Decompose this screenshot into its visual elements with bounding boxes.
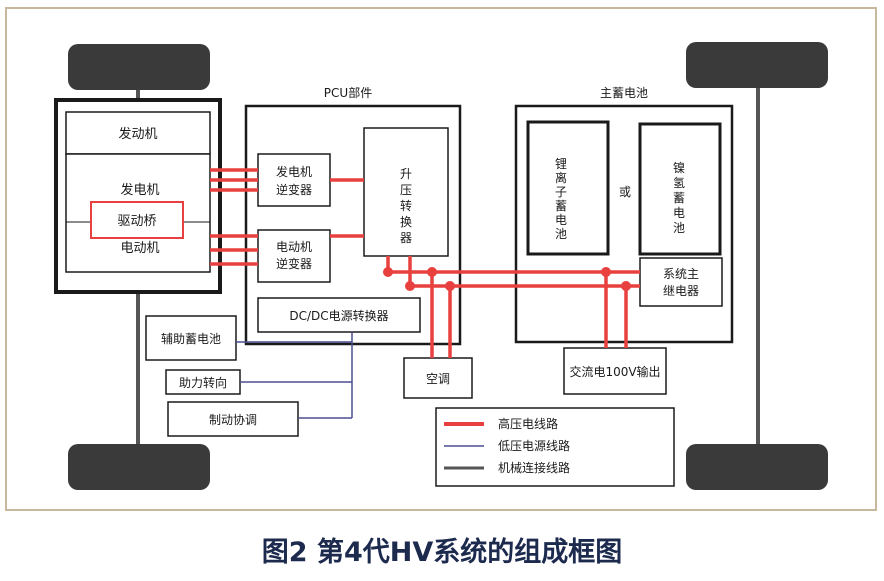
system-main-relay-box	[639, 257, 723, 307]
li-ion-label: 锂 离 子 蓄 电 池	[555, 156, 567, 241]
ac100v-output-box	[563, 347, 667, 395]
drive-axle-label: 驱动桥	[117, 214, 156, 229]
main-battery-title: 主蓄电池	[600, 86, 648, 100]
junction-2	[405, 281, 415, 291]
wheel-front-left	[68, 44, 210, 90]
junction-4	[445, 281, 455, 291]
hv-junctions	[383, 267, 631, 291]
relay-line1: 系统主	[663, 267, 699, 281]
hv-system-block-diagram: 发动机 发电机 驱动桥 电动机 PCU部件 发电机 逆变器 电动机 逆变器 升 …	[5, 7, 877, 511]
junction-6	[621, 281, 631, 291]
ac-label: 空调	[426, 372, 450, 386]
engine-label: 发动机	[118, 126, 157, 142]
relay-line2: 继电器	[663, 284, 699, 298]
or-label: 或	[619, 185, 631, 199]
low-voltage-lines	[236, 332, 353, 419]
junction-3	[427, 267, 437, 277]
legend-label-hv: 高压电线路	[498, 416, 558, 431]
motor-label: 电动机	[120, 241, 159, 256]
nimh-char-3: 电	[673, 206, 685, 220]
drive-axle-box	[90, 201, 184, 239]
aux-battery-box	[145, 315, 237, 361]
ac100v-label: 交流电100V输出	[569, 364, 660, 379]
li-char-3: 蓄	[555, 199, 567, 213]
pcu-title: PCU部件	[324, 85, 372, 100]
air-conditioner-box	[403, 357, 473, 399]
outer-frame	[5, 7, 877, 511]
boost-char-2: 转	[400, 198, 412, 213]
boost-converter-box	[363, 127, 449, 257]
power-steering-label: 助力转向	[179, 375, 227, 390]
mot-inverter-line1: 电动机	[276, 240, 312, 254]
legend-box	[435, 407, 675, 487]
aux-battery-label: 辅助蓄电池	[161, 332, 221, 346]
generator-label: 发电机	[120, 182, 159, 198]
junction-1	[383, 267, 393, 277]
legend-label-lv: 低压电源线路	[498, 438, 570, 453]
gen-inverter-line1: 发电机	[276, 164, 312, 179]
boost-char-1: 压	[400, 183, 412, 197]
li-char-2: 子	[555, 185, 567, 199]
li-char-4: 电	[555, 213, 567, 227]
dcdc-box	[257, 297, 421, 333]
li-char-1: 离	[555, 170, 567, 185]
legend-label-mech: 机械连接线路	[498, 460, 570, 475]
nimh-char-2: 蓄	[673, 191, 685, 205]
brake-label: 制动协调	[209, 412, 257, 427]
li-char-5: 池	[555, 227, 567, 241]
nimh-battery-box	[638, 122, 722, 256]
dcdc-label: DC/DC电源转换器	[289, 308, 388, 323]
boost-converter-label: 升 压 转 换 器	[400, 167, 412, 245]
wheel-rear-right	[686, 444, 828, 490]
mot-inverter-line2: 逆变器	[276, 256, 312, 271]
nimh-char-1: 氢	[673, 175, 685, 190]
li-char-0: 锂	[555, 156, 567, 171]
boost-char-3: 换	[400, 215, 412, 229]
motor-inverter-box	[257, 229, 331, 283]
boost-char-0: 升	[400, 167, 412, 181]
generator-inverter-box	[257, 153, 331, 207]
nimh-char-4: 池	[673, 221, 685, 235]
gen-inverter-line2: 逆变器	[276, 182, 312, 197]
li-ion-battery-box	[526, 120, 610, 256]
wheel-rear-left	[68, 444, 210, 490]
brake-coordination-box	[167, 401, 299, 437]
nimh-label: 镍 氢 蓄 电 池	[673, 161, 685, 235]
boost-char-4: 器	[400, 231, 412, 245]
figure-caption: 图2 第4代HV系统的组成框图	[261, 537, 623, 568]
junction-5	[601, 267, 611, 277]
nimh-char-0: 镍	[673, 161, 685, 175]
wheel-front-right	[686, 42, 828, 88]
